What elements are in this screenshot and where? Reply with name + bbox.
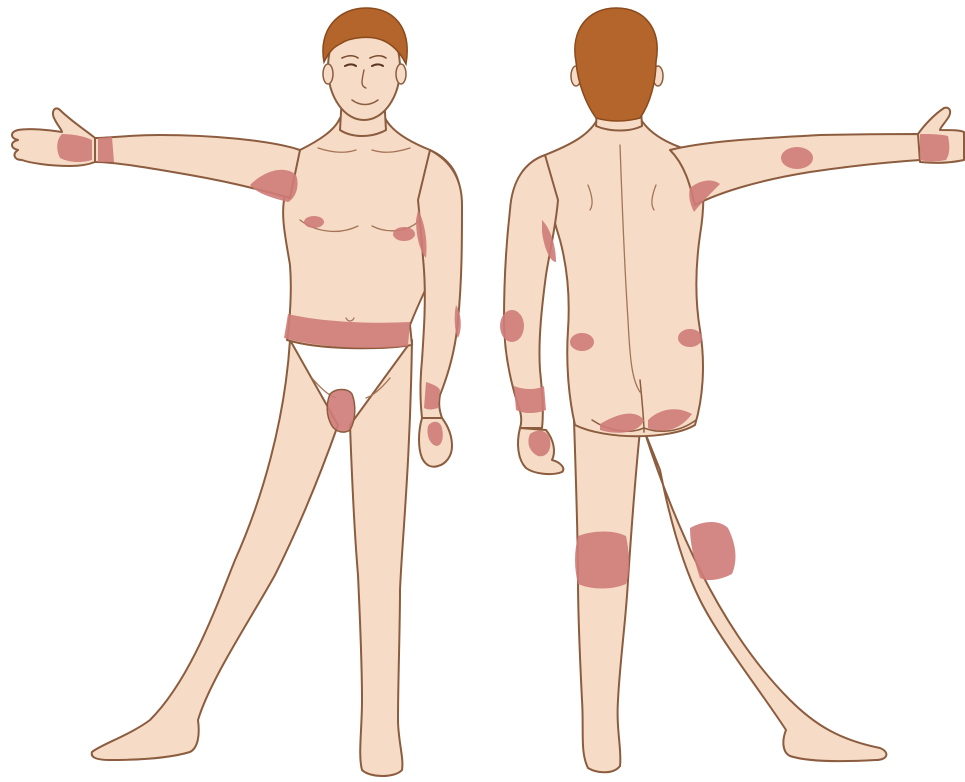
front-right-wrist-patch [98,137,114,162]
back-right-upper-arm-patch [781,147,813,169]
front-left-nipple-patch [393,227,415,241]
front-ear-left [396,64,406,84]
back-lower-back-right-patch [678,329,702,347]
front-right-nipple-patch [304,216,324,228]
front-ear-right [323,64,333,84]
back-head-hair [575,8,657,121]
back-torso [545,118,703,436]
back-left-knee-patch [575,532,629,589]
back-right-hand-patch [920,134,949,162]
front-right-palm-patch [57,134,92,162]
back-left-wrist-patch [514,386,546,413]
back-lower-back-left-patch [570,333,594,351]
back-left-forearm-patch [500,310,524,342]
